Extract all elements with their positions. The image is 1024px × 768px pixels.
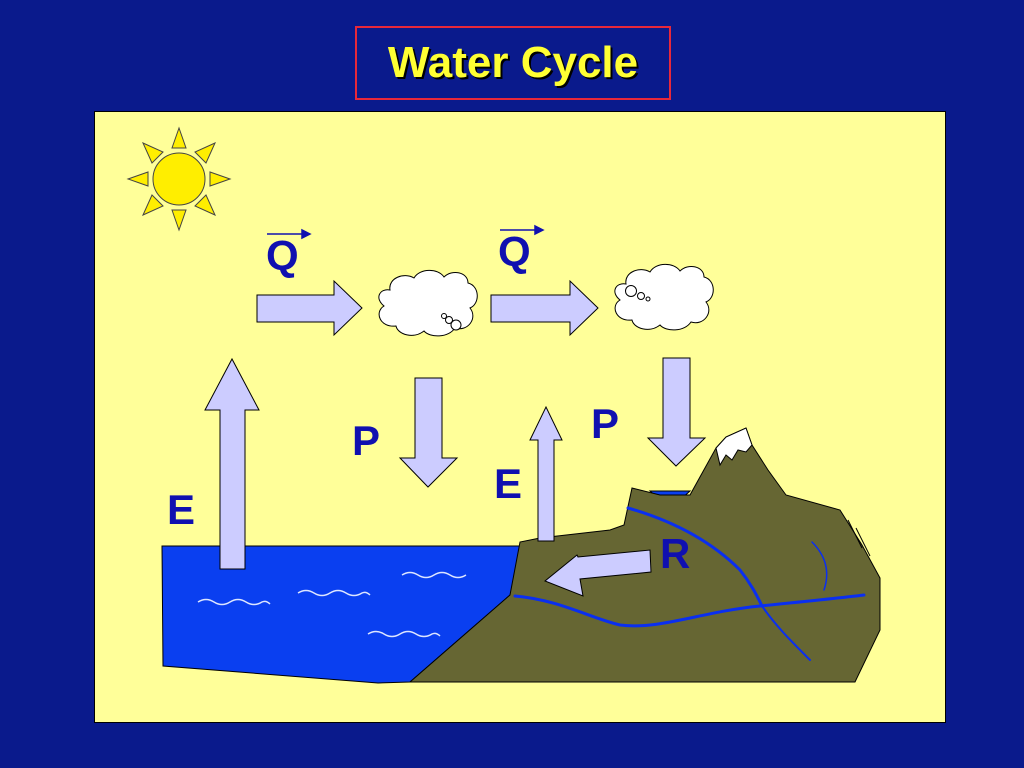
sun-icon (128, 128, 230, 230)
evaporation-arrow-left (205, 359, 259, 569)
label-q-right: Q (498, 228, 531, 275)
evaporation-arrow-right (530, 407, 562, 541)
precipitation-arrow-right (648, 358, 705, 466)
label-p-right: P (591, 400, 619, 447)
label-r: R (660, 530, 690, 577)
label-e-right: E (494, 460, 522, 507)
heat-flux-arrow-right (491, 281, 598, 335)
label-e-left: E (167, 486, 195, 533)
label-p-left: P (352, 417, 380, 464)
label-q-left: Q (266, 232, 299, 279)
heat-flux-arrow-left (257, 281, 362, 335)
cloud-icon-right (615, 264, 713, 330)
precipitation-arrow-left (400, 378, 457, 487)
cloud-icon-left (379, 270, 477, 336)
